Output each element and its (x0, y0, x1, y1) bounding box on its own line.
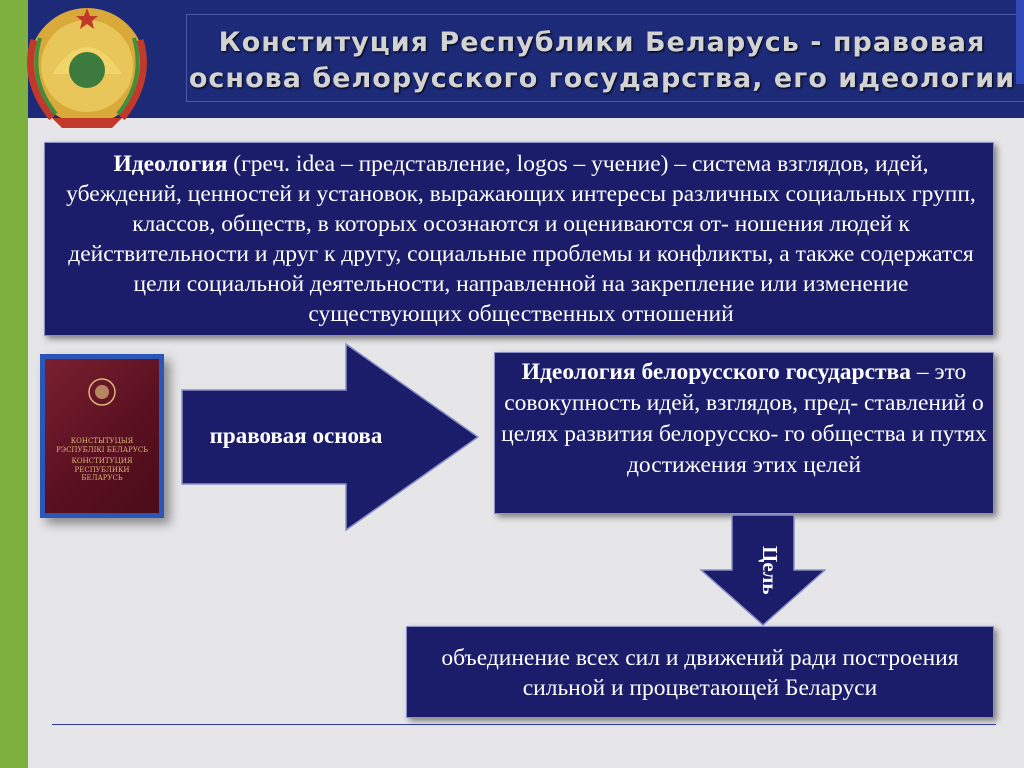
ideology-term: Идеология (113, 151, 228, 177)
title-panel: Конституция Республики Беларусь - правов… (186, 14, 1024, 102)
slide-title: Конституция Республики Беларусь - правов… (188, 27, 1016, 94)
state-ideology-term: Идеология белорусского государства (521, 359, 911, 385)
book-title-line-3: КОНСТИТУЦИЯ (71, 457, 133, 465)
down-arrow-icon (700, 514, 826, 626)
goal-text: объединение всех сил и движений ради пос… (441, 645, 959, 701)
header-band: Конституция Республики Беларусь - правов… (28, 0, 1024, 118)
state-ideology-body: – это совокупность идей, взглядов, пред-… (501, 359, 987, 478)
bottom-divider (52, 724, 996, 725)
ideology-definition-text: Идеология (греч. idea – представление, l… (59, 149, 983, 329)
goal-arrow-label: Цель (758, 546, 782, 595)
book-emblem-icon (88, 378, 116, 406)
goal-box: объединение всех сил и движений ради пос… (406, 626, 994, 718)
constitution-book-cover: КОНСТЫТУЦЫЯ РЭСПУБЛІКІ БЕЛАРУСЬ КОНСТИТУ… (45, 359, 159, 513)
ideology-definition-box: Идеология (греч. idea – представление, l… (44, 142, 994, 336)
left-green-strip (0, 0, 28, 768)
book-title-line-1: КОНСТЫТУЦЫЯ (70, 437, 134, 445)
right-arrow-icon (181, 342, 480, 532)
title-accent-bar (1016, 0, 1024, 84)
ideology-definition-body: (греч. idea – представление, logos – уче… (66, 151, 976, 327)
state-emblem-icon (27, 8, 147, 128)
state-ideology-text: Идеология белорусского государства – это… (501, 357, 987, 481)
book-title-line-2: РЭСПУБЛІКІ БЕЛАРУСЬ (56, 446, 148, 454)
constitution-book-image: КОНСТЫТУЦЫЯ РЭСПУБЛІКІ БЕЛАРУСЬ КОНСТИТУ… (40, 354, 164, 518)
state-ideology-box: Идеология белорусского государства – это… (494, 352, 994, 514)
book-title-line-4: РЕСПУБЛИКИ БЕЛАРУСЬ (74, 466, 130, 482)
legal-basis-label: правовая основа (209, 423, 383, 448)
